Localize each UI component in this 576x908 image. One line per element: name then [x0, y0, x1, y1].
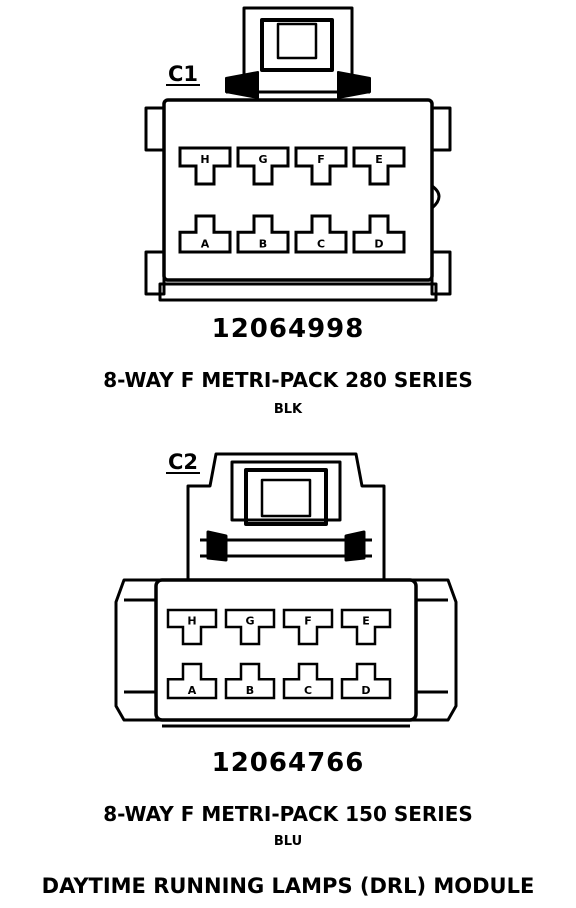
pin-label-a: A [188, 684, 197, 697]
pin-cavity-a [178, 214, 232, 254]
pin-cavity-e [340, 608, 392, 646]
pin-cavity-h [178, 146, 232, 186]
connector-c1-description: 8-WAY F METRI-PACK 280 SERIES [103, 368, 473, 392]
pin-label-f: F [304, 614, 312, 627]
pin-label-a: A [201, 238, 210, 251]
connector-c1-drawing: H G F E A B C D [144, 6, 452, 302]
pin-label-d: D [374, 238, 383, 251]
pin-label-c: C [304, 684, 312, 697]
pin-label-b: B [259, 238, 267, 251]
module-title: DAYTIME RUNNING LAMPS (DRL) MODULE [41, 874, 535, 898]
connector-c2-label: C2 [166, 450, 201, 474]
connector-c1-part-number: 12064998 [211, 314, 365, 344]
pin-cavity-f [294, 146, 348, 186]
pin-cavity-b [236, 214, 290, 254]
pin-label-g: G [245, 614, 254, 627]
connector-c1-color: BLK [273, 402, 303, 417]
pin-cavity-d [352, 214, 406, 254]
pin-label-e: E [375, 153, 383, 166]
pin-cavity-f [282, 608, 334, 646]
pin-label-e: E [362, 614, 370, 627]
pin-cavity-d [340, 662, 392, 700]
pin-cavity-c [282, 662, 334, 700]
pin-label-d: D [361, 684, 370, 697]
pin-cavity-e [352, 146, 406, 186]
connector-c2-part-number: 12064766 [211, 748, 365, 778]
pin-label-f: F [317, 153, 325, 166]
pin-label-b: B [246, 684, 254, 697]
pin-cavity-a [166, 662, 218, 700]
pin-label-h: H [187, 614, 196, 627]
pin-cavity-h [166, 608, 218, 646]
pin-cavity-g [224, 608, 276, 646]
connector-c1-label: C1 [166, 62, 201, 86]
connector-c2-description: 8-WAY F METRI-PACK 150 SERIES [103, 802, 473, 826]
connector-c2-color: BLU [273, 834, 303, 849]
pin-label-h: H [200, 153, 209, 166]
pin-label-g: G [258, 153, 267, 166]
pin-label-c: C [317, 238, 325, 251]
connector-c2-drawing: H G F E A B C D [114, 452, 458, 728]
pin-cavity-c [294, 214, 348, 254]
pin-cavity-g [236, 146, 290, 186]
pin-cavity-b [224, 662, 276, 700]
